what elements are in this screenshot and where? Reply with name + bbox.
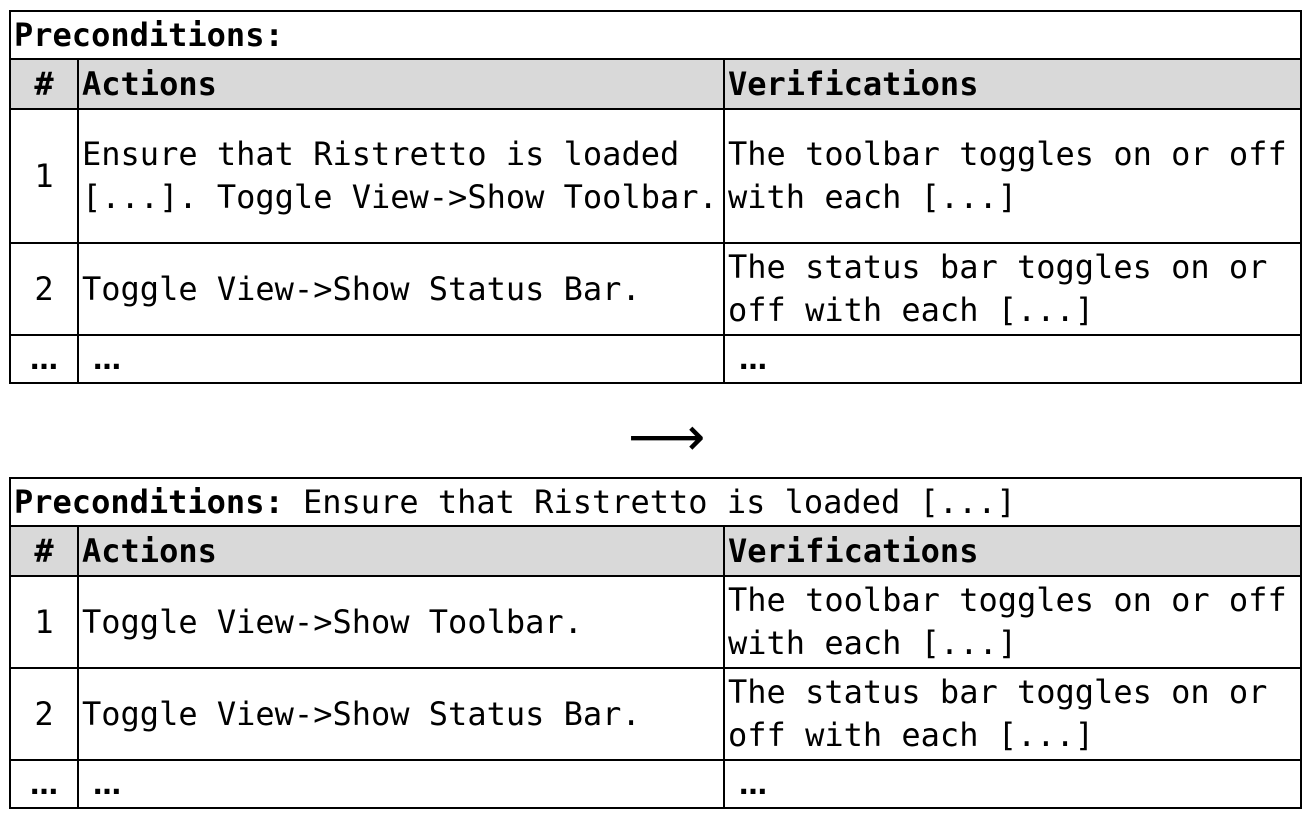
preconditions-row: Preconditions: Ensure that Ristretto is …	[8, 477, 1303, 527]
preconditions-cell: Preconditions:	[8, 10, 1303, 60]
step-verification: The status bar toggles on or off with ea…	[722, 667, 1303, 761]
transform-arrow-icon: ⟶	[628, 405, 706, 468]
preconditions-label: Preconditions:	[14, 482, 284, 521]
step-number: 2	[9, 242, 79, 336]
step-action: Toggle View->Show Status Bar.	[77, 667, 725, 761]
step-action: Toggle View->Show Toolbar.	[77, 575, 725, 669]
step-number: 1	[9, 575, 79, 669]
header-num: #	[9, 58, 79, 110]
step-number: 2	[9, 667, 79, 761]
table-row: … … …	[9, 334, 1303, 384]
table-row: 1 Ensure that Ristretto is loaded [...].…	[9, 108, 1303, 244]
step-verification: The toolbar toggles on or off with each …	[722, 575, 1303, 669]
step-verification: The status bar toggles on or off with ea…	[722, 242, 1303, 336]
header-verifications: Verifications	[722, 58, 1303, 110]
preconditions-row: Preconditions:	[8, 10, 1303, 60]
table-row: 2 Toggle View->Show Status Bar. The stat…	[9, 242, 1303, 336]
step-number: …	[9, 334, 79, 384]
header-num: #	[9, 525, 79, 577]
step-number: …	[9, 759, 79, 809]
table-row: 2 Toggle View->Show Status Bar. The stat…	[9, 667, 1303, 761]
header-row: # Actions Verifications	[9, 58, 1303, 110]
step-action: …	[77, 334, 725, 384]
step-verification: The toolbar toggles on or off with each …	[722, 108, 1303, 244]
step-action: Ensure that Ristretto is loaded [...]. T…	[77, 108, 725, 244]
preconditions-text: Ensure that Ristretto is loaded [...]	[283, 482, 1016, 521]
step-number: 1	[9, 108, 79, 244]
header-verifications: Verifications	[722, 525, 1303, 577]
header-actions: Actions	[77, 525, 725, 577]
step-verification: …	[722, 334, 1303, 384]
step-action: …	[77, 759, 725, 809]
test-case-table-after: Preconditions: Ensure that Ristretto is …	[8, 477, 1303, 809]
table-row: 1 Toggle View->Show Toolbar. The toolbar…	[9, 575, 1303, 669]
header-row: # Actions Verifications	[9, 525, 1303, 577]
header-actions: Actions	[77, 58, 725, 110]
step-action: Toggle View->Show Status Bar.	[77, 242, 725, 336]
test-case-table-before: Preconditions: # Actions Verifications 1…	[8, 10, 1303, 384]
preconditions-label: Preconditions:	[14, 15, 284, 54]
step-verification: …	[722, 759, 1303, 809]
preconditions-cell: Preconditions: Ensure that Ristretto is …	[8, 477, 1303, 527]
table-row: … … …	[9, 759, 1303, 809]
